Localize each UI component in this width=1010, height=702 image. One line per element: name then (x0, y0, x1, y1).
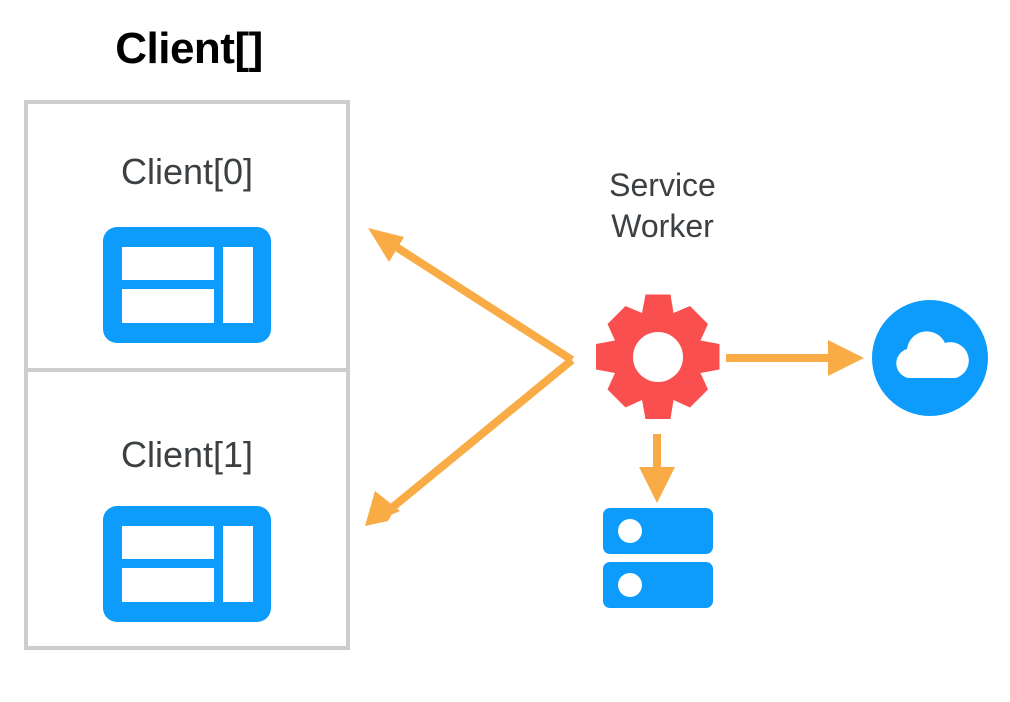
browser-window-icon (103, 227, 271, 343)
client-array-divider (24, 368, 350, 372)
browser-window-icon (103, 506, 271, 622)
arrowhead-client-1-body (365, 491, 400, 526)
gear-icon (596, 294, 720, 419)
browser-pane-top-left (122, 526, 214, 559)
database-server-icon (603, 562, 713, 608)
client-1-label: Client[1] (120, 434, 254, 475)
database-server-icon (603, 508, 713, 554)
browser-pane-top-left (122, 247, 214, 280)
cloud-icon (872, 300, 988, 416)
arrowhead-storage (639, 467, 675, 503)
arrow-service-worker-to-client-0 (387, 239, 575, 364)
service-worker-title: Service Worker (585, 165, 740, 247)
client-array-title: Client[] (115, 24, 263, 73)
server-led-icon (618, 519, 642, 543)
arrow-service-worker-to-client-1 (385, 356, 575, 515)
browser-pane-right (223, 247, 253, 323)
browser-pane-right (223, 526, 253, 602)
arrowhead-client-0 (368, 228, 404, 262)
browser-pane-bottom-left (122, 289, 214, 323)
server-led-icon (618, 573, 642, 597)
arrowhead-cloud (828, 340, 864, 376)
browser-pane-bottom-left (122, 568, 214, 602)
service-worker-title-line-1: Service (609, 167, 716, 203)
client-0-label: Client[0] (120, 151, 254, 192)
service-worker-title-line-2: Worker (611, 207, 714, 244)
arrowhead-client-1 (365, 496, 402, 526)
